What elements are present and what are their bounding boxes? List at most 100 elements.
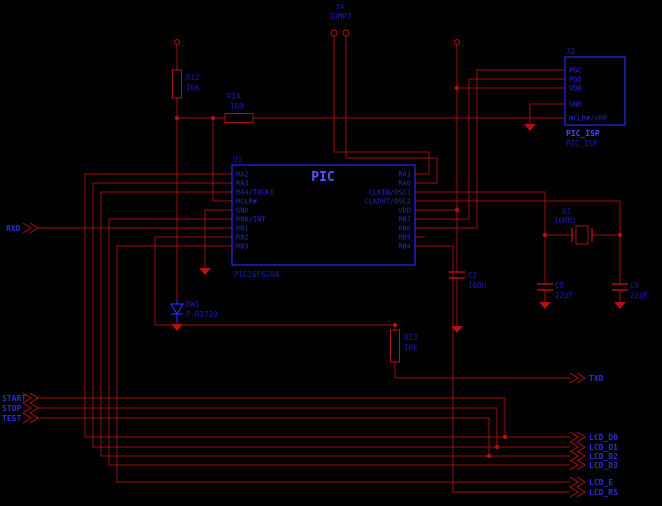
pin-name: CLKOUT/OSC2 xyxy=(365,198,411,206)
resistor-body[interactable] xyxy=(224,113,254,123)
crystal-plates[interactable] xyxy=(571,228,593,242)
pin-name: PGD xyxy=(569,76,582,84)
net-label-lcd-d2[interactable]: LCD_D2 xyxy=(569,450,618,462)
resistor-r13[interactable]: R13 10k xyxy=(390,329,419,363)
net-label-txd[interactable]: TXD xyxy=(569,372,604,384)
capacitor-c8[interactable]: C8 22pF xyxy=(537,281,574,300)
wire-stop[interactable] xyxy=(38,407,498,447)
pin-name: GND xyxy=(236,207,249,215)
capacitor-c2[interactable]: C2 100n xyxy=(449,271,486,290)
capacitor-plates[interactable] xyxy=(449,271,465,279)
resistor-ref: R14 xyxy=(227,92,241,101)
pin-name: RB0/INT xyxy=(236,216,266,224)
gnd-symbol[interactable] xyxy=(524,124,536,131)
net-label-lcd-d0[interactable]: LCD_D0 xyxy=(569,431,618,443)
wire-vdd-rail[interactable] xyxy=(415,44,555,272)
resistor-r14[interactable]: R14 100 xyxy=(224,92,254,123)
net-label-lcd-e[interactable]: LCD_E xyxy=(569,476,613,488)
pin-name: VDD xyxy=(569,85,582,93)
pin-name: RA3 xyxy=(236,180,249,188)
wire-ra1-jumper[interactable] xyxy=(333,36,430,175)
wire-mclr-line[interactable] xyxy=(177,117,555,202)
capacitor-c9[interactable]: C9 22pF xyxy=(612,281,649,300)
junction-dot xyxy=(174,115,180,121)
wire-j2-gnd[interactable] xyxy=(529,103,555,124)
net-label-stop[interactable]: STOP xyxy=(2,402,39,414)
pin-name: RA4/T0CKI xyxy=(236,189,274,197)
wire-j2-stubs[interactable] xyxy=(555,69,565,119)
diode-symbol[interactable] xyxy=(169,300,185,322)
jumper-pin[interactable] xyxy=(330,29,338,37)
gnd-symbol[interactable] xyxy=(199,268,211,275)
wire-lcd-d0[interactable] xyxy=(84,173,570,438)
pic-mcu[interactable]: U1 PIC PIC16F628A RA2 RA3 RA4/T0CKI MCLR… xyxy=(231,155,416,279)
net-label-text: LCD_RS xyxy=(589,488,618,497)
capacitor-plates[interactable] xyxy=(537,283,553,291)
net-label-lcd-d1[interactable]: LCD_D1 xyxy=(569,441,618,453)
resistor-body[interactable] xyxy=(172,69,182,99)
net-label-test[interactable]: TEST xyxy=(2,412,39,424)
wire-start[interactable] xyxy=(38,397,506,437)
net-label-start[interactable]: START xyxy=(2,392,39,404)
capacitor-ref: C2 xyxy=(468,271,477,280)
gnd-symbols[interactable] xyxy=(171,124,626,333)
pic-right-pin-names: RA1 RA0 CLKIN/OSC1 CLKOUT/OSC2 VDD RB7 R… xyxy=(365,171,411,251)
junction-dot xyxy=(454,207,460,213)
net-label-text: RXD xyxy=(6,224,21,233)
wire-lcd-d2[interactable] xyxy=(100,191,570,457)
capacitor-ref: C9 xyxy=(630,281,639,290)
open-terminals xyxy=(174,39,460,45)
wires[interactable] xyxy=(38,36,621,493)
pin-name: RB5 xyxy=(398,234,411,242)
net-arrow-icon xyxy=(22,402,39,414)
pin-name: GND xyxy=(569,101,582,109)
wire-lcd-e[interactable] xyxy=(116,245,570,483)
junction-dot xyxy=(494,444,500,450)
junction-dot xyxy=(454,85,460,91)
jumper-ref: J4 xyxy=(336,3,344,11)
resistor-value: 10k xyxy=(186,83,200,92)
wire-lcd-rs[interactable] xyxy=(415,245,570,493)
wire-lcd-d1[interactable] xyxy=(92,182,570,448)
pic-value: PIC16F628A xyxy=(234,270,280,279)
isp-label: PIC_ISP xyxy=(566,129,600,138)
net-label-lcd-rs[interactable]: LCD_RS xyxy=(569,486,618,498)
gnd-symbol[interactable] xyxy=(171,324,183,331)
wire-rb6-pgc[interactable] xyxy=(415,69,555,229)
crystal-body[interactable] xyxy=(575,225,589,245)
gnd-symbol[interactable] xyxy=(539,302,551,309)
net-label-rxd[interactable]: RXD xyxy=(6,222,39,234)
isp-header[interactable]: J2 PGC PGD VDD GND MCLR#/VPP PIC_ISP PIC… xyxy=(564,47,626,148)
pin-name: RB4 xyxy=(398,243,411,251)
net-label-text: TEST xyxy=(2,414,21,423)
pic-title: PIC xyxy=(311,170,334,185)
pic-body[interactable] xyxy=(231,164,416,266)
wire-txd[interactable] xyxy=(154,236,570,379)
gnd-symbol[interactable] xyxy=(614,302,626,309)
resistor-r12[interactable]: R12 10k xyxy=(172,69,201,99)
isp-body[interactable] xyxy=(564,56,626,126)
capacitor-ref: C8 xyxy=(555,281,565,290)
crystal[interactable]: X1 16MHz xyxy=(554,207,593,245)
jumper-pin[interactable] xyxy=(342,29,350,37)
gnd-symbol[interactable] xyxy=(451,326,463,333)
pin-name: RA2 xyxy=(236,171,249,179)
wire-test[interactable] xyxy=(38,417,490,456)
net-arrow-icon xyxy=(569,431,586,443)
wire-rb7-pgd[interactable] xyxy=(415,78,555,220)
resistor-body[interactable] xyxy=(390,329,400,363)
capacitor-plates[interactable] xyxy=(612,283,628,291)
wire-ra0-jumper[interactable] xyxy=(345,36,438,184)
net-label-lcd-d3[interactable]: LCD_D3 xyxy=(569,459,618,471)
diode-dw1[interactable]: DW1 P-R1720 xyxy=(169,300,218,322)
wire-osc1[interactable] xyxy=(415,191,546,284)
wire-osc2[interactable] xyxy=(415,200,621,284)
net-label-text: LCD_D2 xyxy=(589,452,618,461)
wire-lcd-d3[interactable] xyxy=(108,218,570,466)
jumper[interactable]: J4 JUMP3 xyxy=(329,3,352,37)
capacitor-value: 100n xyxy=(468,281,486,290)
net-arrow-icon xyxy=(569,486,586,498)
wire-chip-gnd[interactable] xyxy=(204,209,232,268)
